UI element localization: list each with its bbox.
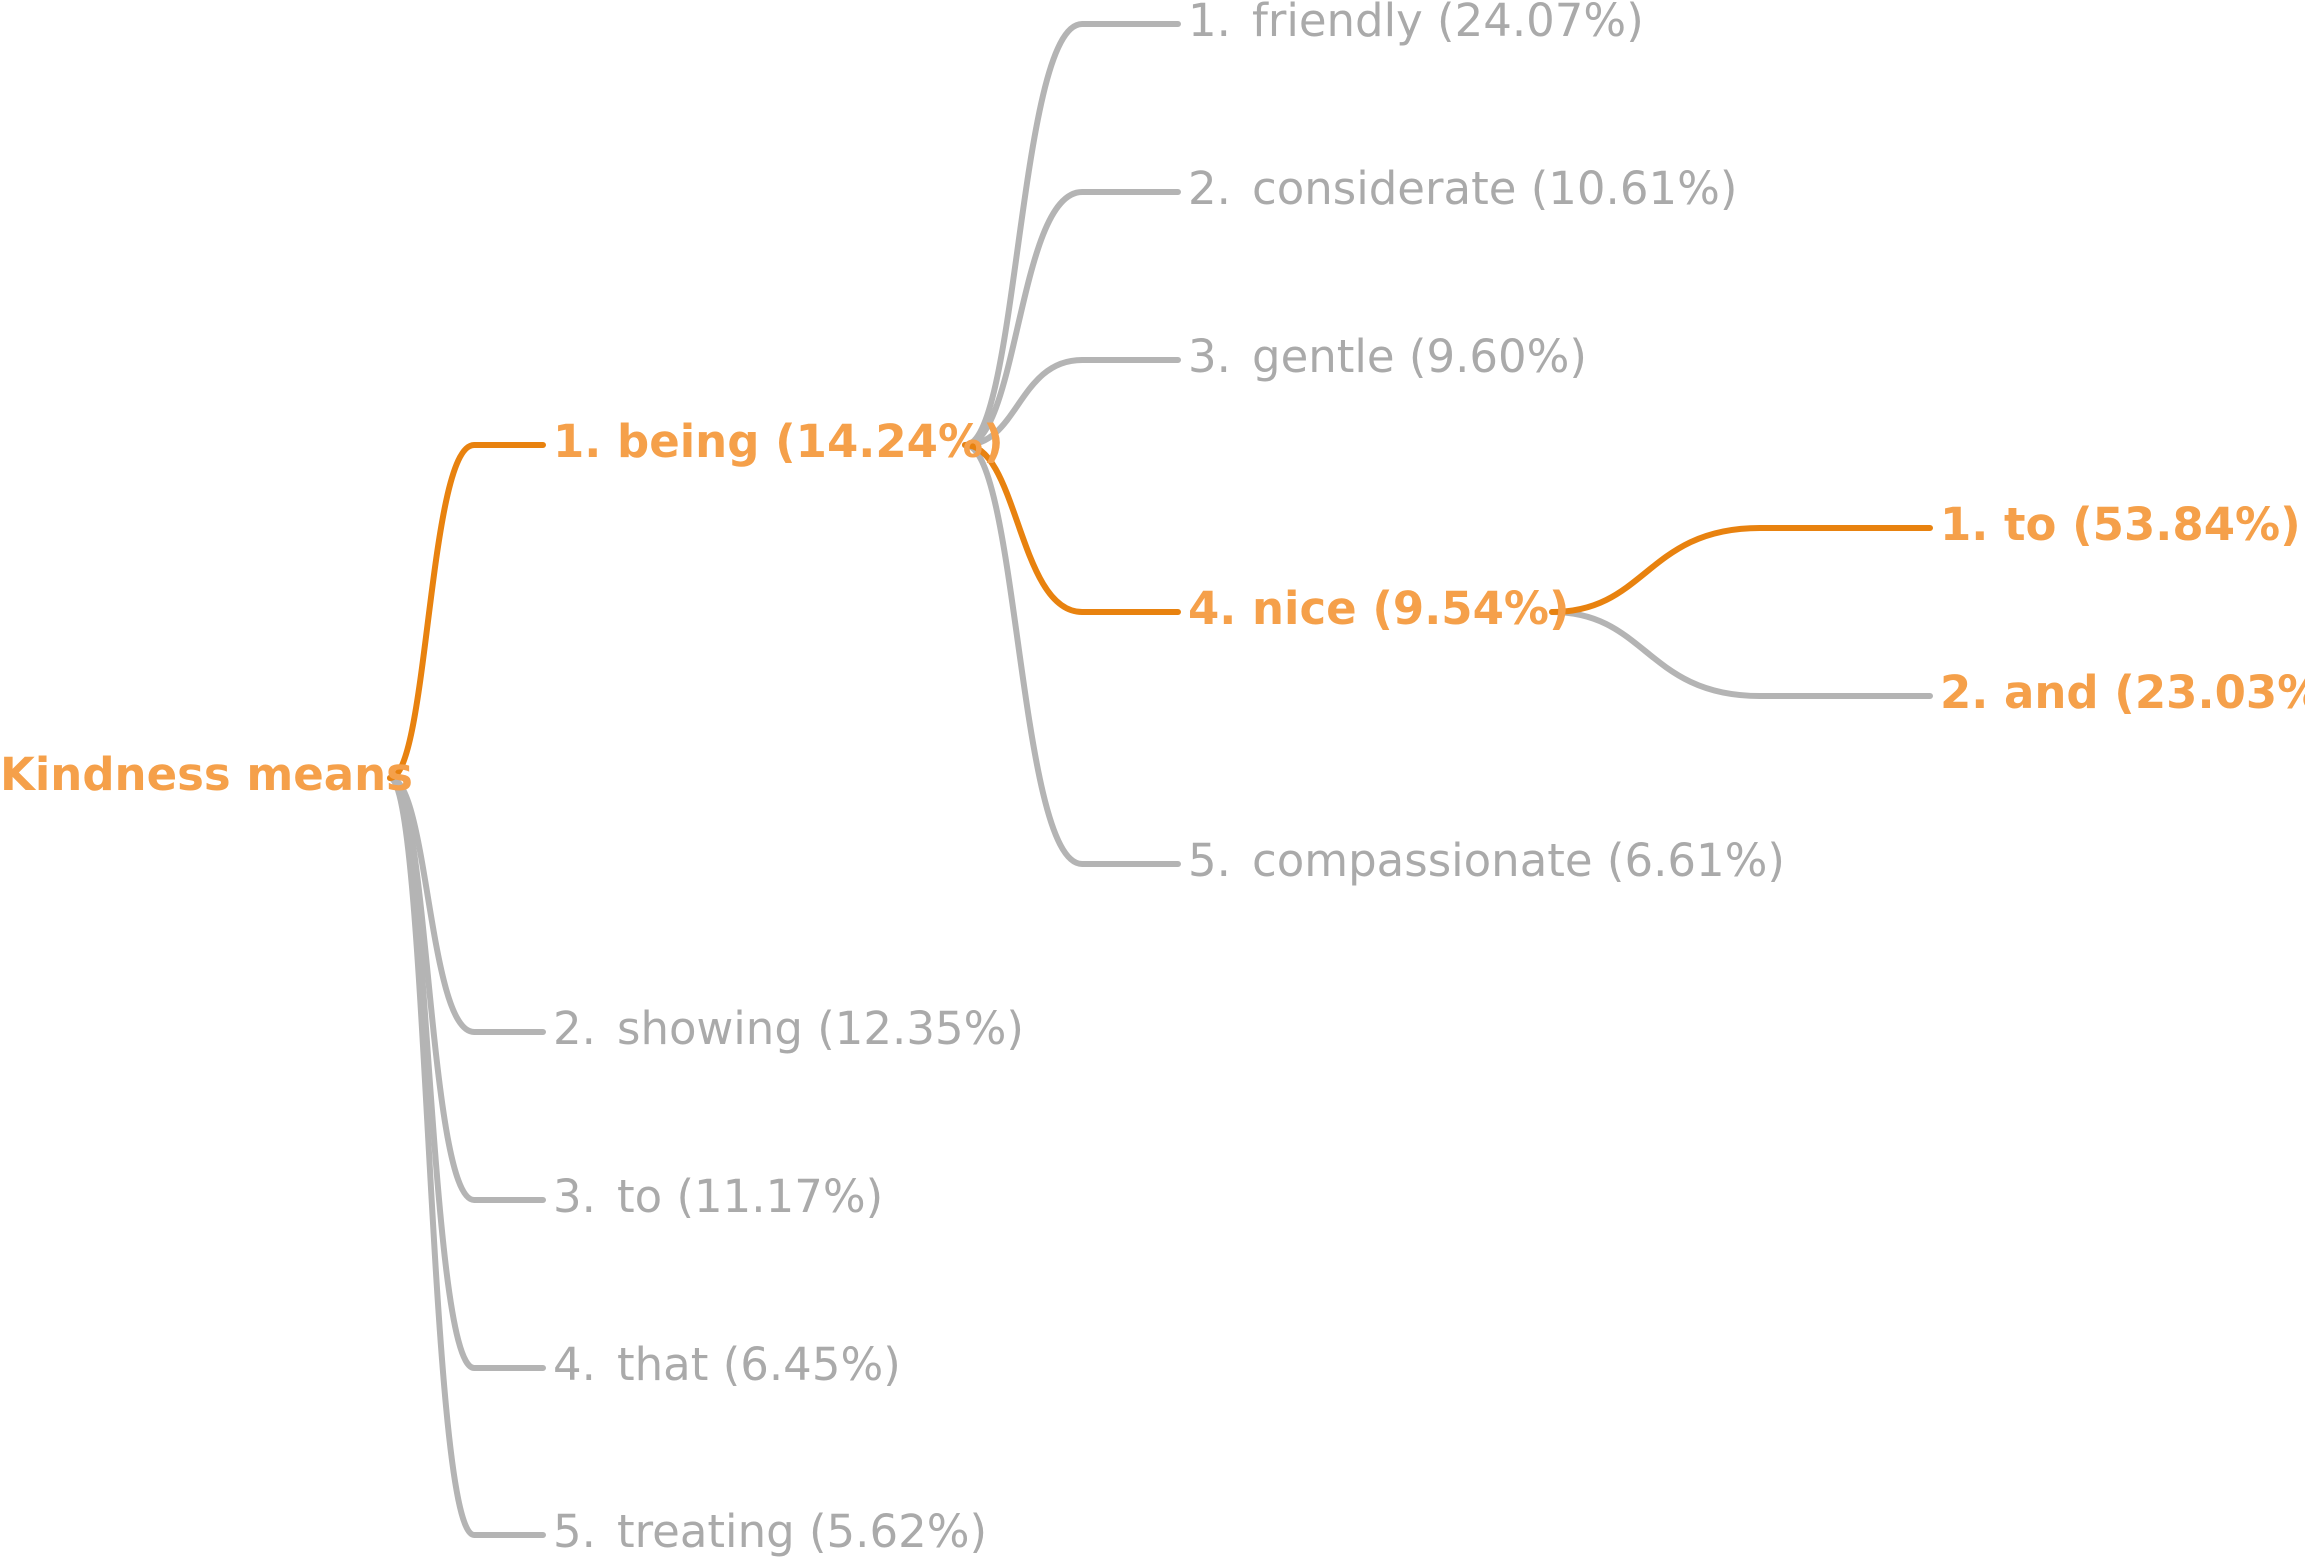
rank-label: 4. (553, 1338, 596, 1391)
token-label: being (14.24%) (617, 415, 1004, 468)
edge-being-to-considerate (962, 189, 1181, 448)
probability-label: (9.60%) (1395, 330, 1587, 383)
level2-nodes: 1. friendly (24.07%) 2. considerate (10.… (1188, 0, 1785, 887)
edge-being-to-friendly (962, 21, 1181, 448)
token-label: showing (12.35%) (617, 1002, 1024, 1055)
edge-root-to-treating (387, 775, 546, 1538)
probability-label: (23.03%) (2099, 666, 2305, 719)
rank-label: 3. (553, 1170, 596, 1223)
rank-label: 1. (1188, 0, 1231, 47)
level1-node-being[interactable]: 1. being (14.24%) (553, 415, 1004, 468)
edge-being-to-compassionate (962, 442, 1181, 867)
level3-node-to[interactable]: 1. to (53.84%) (1940, 498, 2301, 551)
token-label: treating (5.62%) (617, 1505, 987, 1558)
edge-root-to-to (387, 775, 546, 1203)
level2-node-considerate[interactable]: 2. considerate (10.61%) (1188, 162, 1737, 215)
root-node-label: Kindness means (0, 748, 413, 801)
level2-node-compassionate[interactable]: 5. compassionate (6.61%) (1188, 834, 1785, 887)
probability-label: (9.54%) (1357, 582, 1570, 635)
token-label: to (11.17%) (617, 1170, 883, 1223)
level2-node-friendly[interactable]: 1. friendly (24.07%) (1188, 0, 1644, 47)
level2-node-gentle[interactable]: 3. gentle (9.60%) (1188, 330, 1587, 383)
rank-label: 5. (1188, 834, 1231, 887)
token-label: considerate (10.61%) (1252, 162, 1737, 215)
probability-label: (53.84%) (2056, 498, 2300, 551)
token-label: nice (9.54%) (1252, 582, 1570, 635)
probability-label: (6.61%) (1593, 834, 1785, 887)
rank-label: 2. (1940, 666, 1988, 719)
rank-label: 4. (1188, 582, 1236, 635)
edge-root-to-being (387, 442, 546, 781)
probability-label: (5.62%) (795, 1505, 987, 1558)
rank-label: 1. (553, 415, 601, 468)
level1-node-that[interactable]: 4. that (6.45%) (553, 1338, 901, 1391)
level3-nodes: 1. to (53.84%) 2. and (23.03%) (1940, 498, 2305, 719)
probability-label: (10.61%) (1516, 162, 1737, 215)
level1-node-to[interactable]: 3. to (11.17%) (553, 1170, 883, 1223)
rank-label: 3. (1188, 330, 1231, 383)
tree-edges (387, 21, 1933, 1538)
probability-label: (11.17%) (662, 1170, 883, 1223)
token-label: that (6.45%) (617, 1338, 901, 1391)
probability-label: (6.45%) (708, 1338, 900, 1391)
level2-node-nice[interactable]: 4. nice (9.54%) (1188, 582, 1570, 635)
probability-label: (12.35%) (803, 1002, 1024, 1055)
token-label: compassionate (6.61%) (1252, 834, 1785, 887)
edge-nice-to-and (1549, 609, 1933, 699)
rank-label: 2. (553, 1002, 596, 1055)
level1-node-treating[interactable]: 5. treating (5.62%) (553, 1505, 987, 1558)
level3-node-and[interactable]: 2. and (23.03%) (1940, 666, 2305, 719)
token-label: and (23.03%) (2004, 666, 2305, 719)
edge-nice-to-to (1549, 525, 1933, 615)
token-label: friendly (24.07%) (1252, 0, 1644, 47)
rank-label: 5. (553, 1505, 596, 1558)
edge-being-to-nice (962, 442, 1181, 615)
probability-label: (14.24%) (759, 415, 1003, 468)
token-label: gentle (9.60%) (1252, 330, 1587, 383)
probability-label: (24.07%) (1423, 0, 1644, 47)
token-label: to (53.84%) (2004, 498, 2301, 551)
rank-label: 2. (1188, 162, 1231, 215)
rank-label: 1. (1940, 498, 1988, 551)
edge-being-to-gentle (962, 357, 1181, 448)
level1-node-showing[interactable]: 2. showing (12.35%) (553, 1002, 1024, 1055)
level1-nodes: 1. being (14.24%) 2. showing (12.35%) 3.… (553, 415, 1024, 1558)
